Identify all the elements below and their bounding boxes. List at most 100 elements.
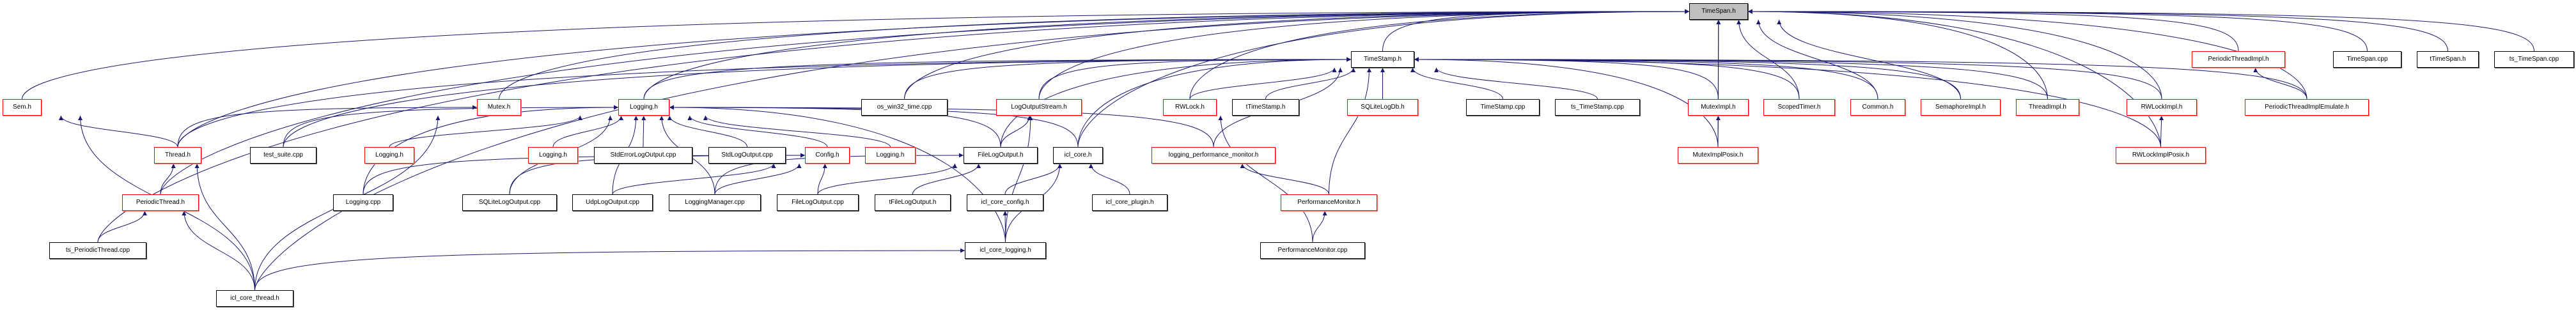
node-stdlogoutput-cpp[interactable]: StdLogOutput.cpp	[708, 147, 786, 164]
edge-ttimestamp_h-to-timestamp_h	[1265, 67, 1356, 100]
node-periodicthreadimpl-h[interactable]: PeriodicThreadImpl.h	[2192, 51, 2285, 68]
node-label: ts_PeriodicThread.cpp	[65, 247, 130, 254]
node-scopedtimer-h[interactable]: ScopedTimer.h	[1763, 99, 1835, 116]
edge-sem_h-to-timespan_h	[22, 9, 1690, 100]
node-sqlitelogoutput-cpp[interactable]: SQLiteLogOutput.cpp	[462, 194, 557, 211]
node-label: Config.h	[815, 151, 839, 159]
node-label: FileLogOutput.cpp	[792, 199, 844, 206]
node-ttimestamp-h[interactable]: tTimeStamp.h	[1232, 99, 1299, 116]
node-rwlockimpl-h[interactable]: RWLockImpl.h	[2127, 99, 2197, 116]
node-loggingmanager-cpp[interactable]: LoggingManager.cpp	[669, 194, 761, 211]
node-logging-cpp[interactable]: Logging.cpp	[333, 194, 393, 211]
node-ttimespan-h[interactable]: tTimeSpan.h	[2417, 51, 2479, 68]
node-timespan-cpp[interactable]: TimeSpan.cpp	[2333, 51, 2401, 68]
node-logging-h-4[interactable]: Logging.h	[865, 147, 916, 164]
node-label: TimeStamp.cpp	[1480, 104, 1526, 111]
node-performancemonitor-cpp[interactable]: PerformanceMonitor.cpp	[1260, 242, 1365, 259]
edge-filelogoutput_h-to-timestamp_h	[1000, 57, 1352, 148]
edge-timestamp_h-to-timespan_h	[1382, 9, 1690, 52]
edge-common_h-to-timespan_h	[1756, 19, 1878, 100]
edge-stderrorlogoutput_cpp-to-logging_h	[641, 115, 646, 148]
node-label: Common.h	[1862, 104, 1894, 111]
node-rwlockimplposix-h[interactable]: RWLockImplPosix.h	[2116, 147, 2206, 164]
node-label: icl_core_thread.h	[230, 295, 279, 302]
node-label: Logging.h	[539, 151, 567, 159]
node-label: StdErrorLogOutput.cpp	[610, 151, 676, 159]
edge-loggingmanager_cpp-to-config_h	[714, 163, 802, 195]
node-filelogoutput-h[interactable]: FileLogOutput.h	[964, 147, 1038, 164]
edge-stdlogoutput_cpp-to-logging_h	[667, 115, 747, 148]
node-icl-core-config-h[interactable]: icl_core_config.h	[967, 194, 1043, 211]
edge-periodicthread_h-to-thread_h	[160, 163, 176, 195]
node-os-win32-time-cpp[interactable]: os_win32_time.cpp	[861, 99, 948, 116]
node-label: FileLogOutput.h	[978, 151, 1024, 159]
node-filelogoutput-cpp[interactable]: FileLogOutput.cpp	[777, 194, 859, 211]
edge-logging_cpp-to-logging_h	[363, 105, 619, 195]
node-muteximpl-h[interactable]: MutexImpl.h	[1688, 99, 1749, 116]
node-semaphoreimpl-h[interactable]: SemaphoreImpl.h	[1921, 99, 2001, 116]
edge-muteximplposix_h-to-timestamp_h	[1414, 57, 1719, 148]
node-stderrorlogoutput-cpp[interactable]: StdErrorLogOutput.cpp	[594, 147, 692, 164]
node-test-suite-cpp[interactable]: test_suite.cpp	[250, 147, 316, 164]
node-label: Thread.h	[164, 151, 191, 159]
node-logging-h[interactable]: Logging.h	[618, 99, 669, 116]
node-performancemonitor-h[interactable]: PerformanceMonitor.h	[1281, 194, 1377, 211]
edge-os_win32_time_cpp-to-timestamp_h	[904, 57, 1352, 100]
node-label: Sem.h	[13, 104, 31, 111]
node-periodicthreadimplemulate-h[interactable]: PeriodicThreadImplEmulate.h	[2245, 99, 2369, 116]
node-timestamp-cpp[interactable]: TimeStamp.cpp	[1466, 99, 1540, 116]
edge-rwlock_h-to-timestamp_h	[1189, 67, 1337, 100]
node-logoutputstream-h[interactable]: LogOutputStream.h	[996, 99, 1082, 116]
node-label: UdpLogOutput.cpp	[586, 199, 639, 206]
node-label: ts_TimeStamp.cpp	[1571, 104, 1624, 111]
node-label: logging_performance_monitor.h	[1168, 151, 1259, 159]
edge-logging_h-to-timestamp_h	[643, 57, 1352, 100]
node-mutex-h[interactable]: Mutex.h	[477, 99, 521, 116]
node-label: Logging.cpp	[345, 199, 381, 206]
node-label: ThreadImpl.h	[2029, 104, 2066, 111]
node-icl-core-thread-h[interactable]: icl_core_thread.h	[216, 290, 293, 307]
edge-udplogoutput_cpp-to-config_h	[612, 163, 776, 195]
node-label: icl_core_config.h	[981, 199, 1029, 206]
node-logging-h-3[interactable]: Logging.h	[528, 147, 578, 164]
edge-periodicthreadimplemulate_h-to-periodicthreadimpl_h	[2253, 67, 2307, 100]
node-sqlitelogdb-h[interactable]: SQLiteLogDb.h	[1347, 99, 1418, 116]
edge-rwlockimpl_h-to-timespan_h	[1747, 9, 2162, 100]
node-threadimpl-h[interactable]: ThreadImpl.h	[2016, 99, 2079, 116]
node-periodicthread-h[interactable]: PeriodicThread.h	[122, 194, 199, 211]
node-label: TimeSpan.cpp	[2346, 56, 2388, 63]
node-timestamp-h[interactable]: TimeStamp.h	[1351, 51, 1414, 68]
edge-performancemonitor_cpp-to-performancemonitor_h	[1312, 210, 1327, 243]
node-icl-core-h[interactable]: icl_core.h	[1053, 147, 1103, 164]
node-label: MutexImpl.h	[1701, 104, 1736, 111]
node-label: TimeStamp.h	[1363, 56, 1402, 63]
node-timespan-h[interactable]: TimeSpan.h	[1689, 3, 1748, 20]
edge-icl_core_plugin_h-to-icl_core_h	[1088, 163, 1130, 195]
node-tfilelogoutput-h[interactable]: tFileLogOutput.h	[875, 194, 951, 211]
edge-logoutputstream_h-to-timespan_h	[1038, 9, 1690, 100]
edge-rwlockimplposix_h-to-timespan_h	[1747, 9, 2161, 148]
node-rwlock-h[interactable]: RWLock.h	[1163, 99, 1217, 116]
edge-timespan_cpp-to-timespan_h	[1747, 9, 2368, 52]
node-icl-core-plugin-h[interactable]: icl_core_plugin.h	[1092, 194, 1167, 211]
node-logging-h-2[interactable]: Logging.h	[364, 147, 414, 164]
node-muteximplposix-h[interactable]: MutexImplPosix.h	[1678, 147, 1758, 164]
node-ts-timestamp-cpp[interactable]: ts_TimeStamp.cpp	[1555, 99, 1640, 116]
node-label: ts_TimeSpan.cpp	[2509, 56, 2559, 63]
node-common-h[interactable]: Common.h	[1850, 99, 1905, 116]
node-ts-periodicthread-cpp[interactable]: ts_PeriodicThread.cpp	[49, 242, 146, 259]
node-logging-performance-monitor-h[interactable]: logging_performance_monitor.h	[1151, 147, 1276, 164]
node-udplogoutput-cpp[interactable]: UdpLogOutput.cpp	[572, 194, 653, 211]
node-label: TimeSpan.h	[1701, 8, 1736, 15]
node-ts-timespan-cpp[interactable]: ts_TimeSpan.cpp	[2494, 51, 2574, 68]
edge-rwlockimplposix_h-to-rwlockimpl_h	[2159, 115, 2164, 148]
node-config-h[interactable]: Config.h	[805, 147, 850, 164]
node-icl-core-logging-h[interactable]: icl_core_logging.h	[965, 242, 1046, 259]
node-label: test_suite.cpp	[263, 151, 303, 159]
node-thread-h[interactable]: Thread.h	[154, 147, 201, 164]
edge-logging_performance_monitor_h-to-logging_h	[669, 105, 1214, 148]
edge-logging_h-to-timespan_h	[643, 9, 1690, 100]
node-sem-h[interactable]: Sem.h	[3, 99, 42, 116]
node-label: Logging.h	[876, 151, 905, 159]
